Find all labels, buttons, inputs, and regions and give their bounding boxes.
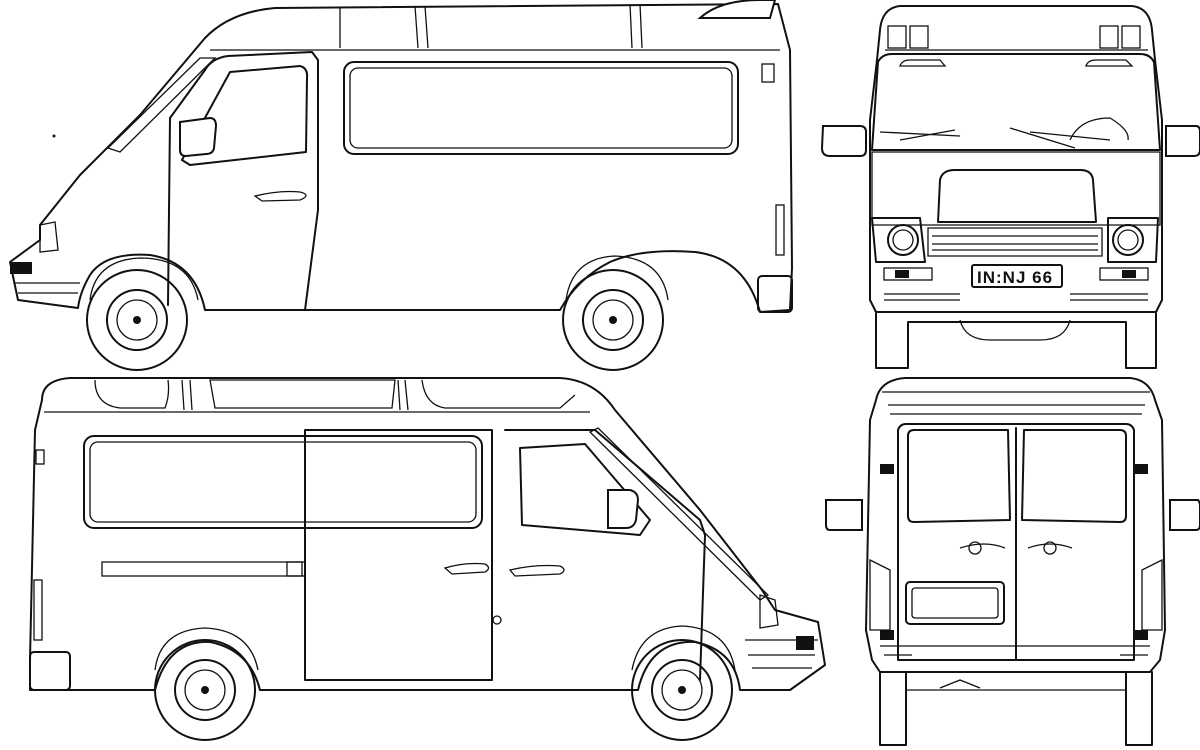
license-plate-text: IN:NJ 66 [977,268,1053,287]
side-view-right [29,377,826,741]
rear-view [825,377,1200,746]
side-view-left [9,0,793,371]
front-view: IN:NJ 66 [820,5,1200,369]
